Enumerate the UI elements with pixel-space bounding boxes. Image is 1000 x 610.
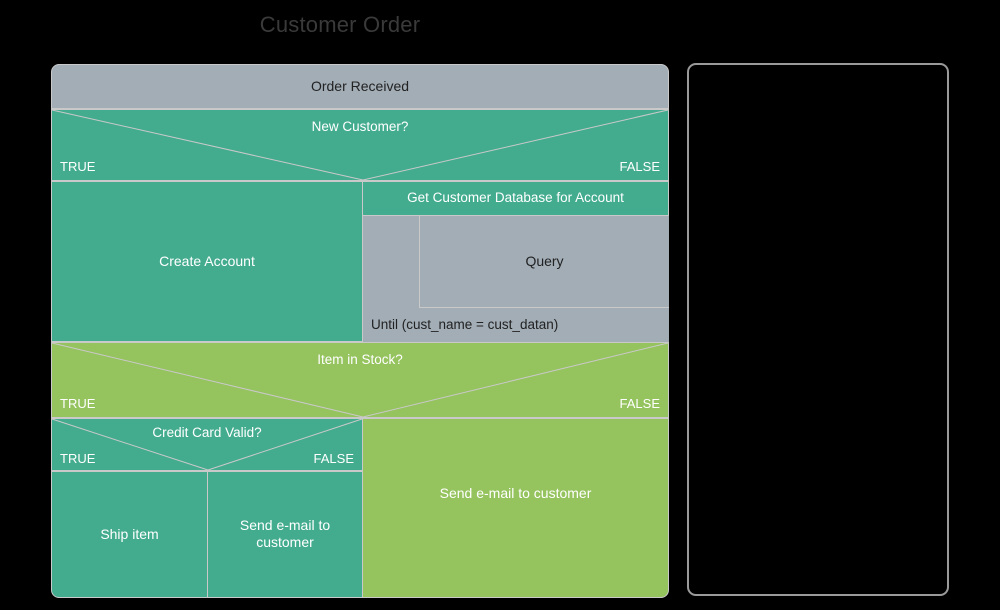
decision-item-in-stock-true-label: TRUE [60, 396, 96, 411]
block-query-label: Query [525, 252, 564, 269]
decision-new-customer-false-label: FALSE [619, 159, 660, 174]
block-order-received[interactable]: Order Received [51, 64, 669, 109]
decision-item-in-stock-false-label: FALSE [619, 396, 660, 411]
block-create-account-label: Create Account [159, 252, 255, 269]
block-ship-item[interactable]: Ship item [51, 471, 208, 598]
loop-until-customer-found[interactable]: Query Until (cust_name = cust_datan) [363, 215, 669, 342]
decision-new-customer-label: New Customer? [311, 119, 409, 134]
block-get-customer-database-label: Get Customer Database for Account [407, 190, 624, 205]
block-create-account[interactable]: Create Account [51, 181, 363, 342]
decision-item-in-stock[interactable]: Item in Stock? TRUE FALSE [51, 342, 669, 418]
loop-until-condition: Until (cust_name = cust_datan) [371, 317, 559, 332]
block-send-email-credit-invalid-label: Send e-mail to customer [239, 516, 331, 551]
block-query[interactable]: Query [419, 216, 669, 308]
block-ship-item-label: Ship item [100, 525, 159, 542]
block-send-email-credit-invalid[interactable]: Send e-mail to customer [207, 471, 363, 598]
decision-credit-card-valid-false-label: FALSE [313, 451, 354, 466]
decision-new-customer-true-label: TRUE [60, 159, 96, 174]
decision-credit-card-valid[interactable]: Credit Card Valid? TRUE FALSE [51, 418, 363, 471]
decision-credit-card-valid-true-label: TRUE [60, 451, 96, 466]
decision-item-in-stock-label: Item in Stock? [317, 352, 403, 367]
block-send-email-out-of-stock-label: Send e-mail to customer [439, 484, 592, 501]
decision-new-customer[interactable]: New Customer? TRUE FALSE [51, 109, 669, 181]
block-send-email-out-of-stock[interactable]: Send e-mail to customer [362, 418, 669, 598]
decision-credit-card-valid-label: Credit Card Valid? [152, 425, 262, 440]
block-order-received-label: Order Received [310, 77, 410, 94]
page-title: Customer Order [259, 12, 421, 37]
side-panel-content [689, 65, 947, 594]
structogram-canvas[interactable]: Order Received New Customer? TRUE FALSE … [51, 64, 669, 598]
side-panel[interactable] [687, 63, 949, 596]
block-get-customer-database[interactable]: Get Customer Database for Account Query … [362, 181, 669, 342]
